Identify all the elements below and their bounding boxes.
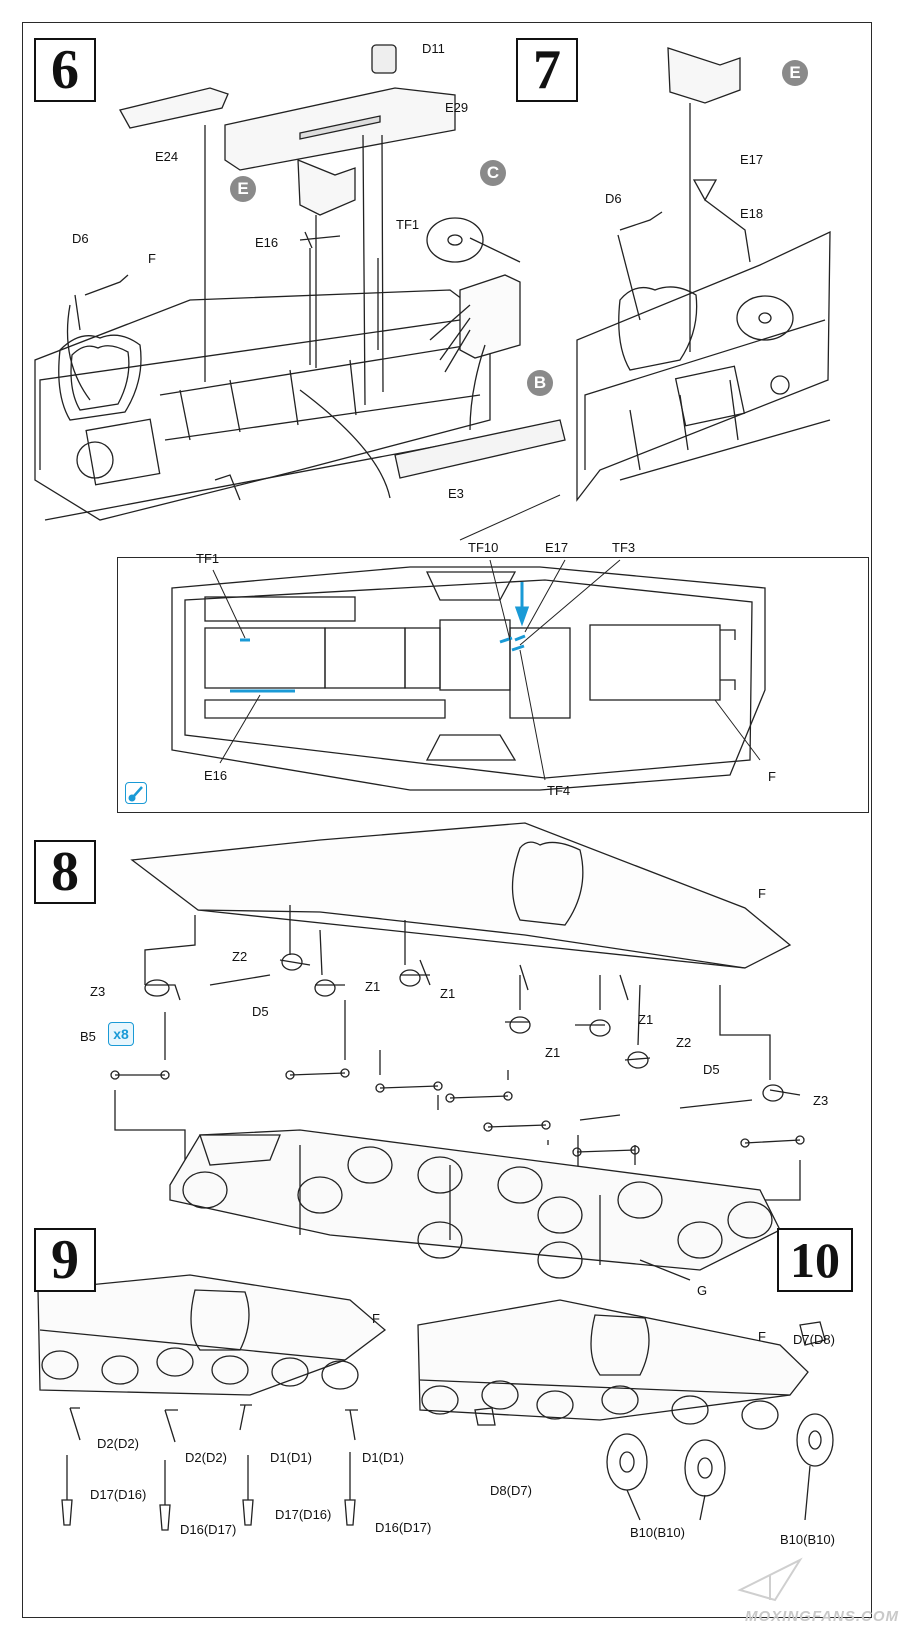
step9-label-D17-a: D17(D16) <box>90 1487 147 1502</box>
step8-label-Z1-b: Z1 <box>440 986 456 1001</box>
step8-label-F: F <box>758 886 766 901</box>
page-frame <box>22 22 872 1618</box>
step9-hull <box>37 1274 387 1531</box>
step8-label-G: G <box>697 1283 708 1298</box>
step10-label-F: F <box>758 1329 766 1344</box>
detail-paint-icon <box>125 782 147 804</box>
step8-label-Z3-a: Z3 <box>90 984 106 999</box>
detail-view <box>117 557 869 813</box>
step8-label-Z1-a: Z1 <box>365 979 381 994</box>
step8-label-Z3-b: Z3 <box>813 1093 829 1108</box>
step8-label-Z1-d: Z1 <box>638 1012 654 1027</box>
step8-label-D5-b: D5 <box>703 1062 720 1077</box>
callout-C: C <box>480 160 506 186</box>
label-E16: E16 <box>255 235 279 250</box>
label-E17: E17 <box>740 152 764 167</box>
watermark-plane <box>737 1557 803 1602</box>
detail-highlights <box>230 582 530 693</box>
callout-E-step6: E <box>230 176 256 202</box>
detail-label-TF10: TF10 <box>468 540 499 555</box>
step8-label-Z2-a: Z2 <box>232 949 248 964</box>
callout-B: B <box>527 370 553 396</box>
label-TF1: TF1 <box>396 217 420 232</box>
step8-label-Z2-b: Z2 <box>676 1035 692 1050</box>
detail-label-TF4: TF4 <box>547 783 571 798</box>
label-D6-step7: D6 <box>605 191 622 206</box>
label-D11: D11 <box>422 41 445 56</box>
step9-label-F: F <box>372 1311 380 1326</box>
detail-label-TF3: TF3 <box>612 540 636 555</box>
quantity-badge: x8 <box>108 1022 134 1046</box>
step10-label-B10-a: B10(B10) <box>630 1525 685 1540</box>
detail-label-E17: E17 <box>545 540 569 555</box>
step10-hull <box>417 1299 834 1521</box>
label-E18: E18 <box>740 206 764 221</box>
step8-label-Z1-c: Z1 <box>545 1045 561 1060</box>
step9-label-D17-b: D17(D16) <box>275 1507 332 1522</box>
step8-label-B5: B5 <box>80 1029 96 1044</box>
step7-hull <box>576 47 831 502</box>
step6-hull <box>34 44 566 521</box>
step8-hull <box>110 822 805 1281</box>
step-8-box: 8 <box>34 840 96 904</box>
step8-label-D5-a: D5 <box>252 1004 269 1019</box>
step-6-box: 6 <box>34 38 96 102</box>
step-7-box: 7 <box>516 38 578 102</box>
step10-label-B10-b: B10(B10) <box>780 1532 835 1547</box>
step9-label-D2-a: D2(D2) <box>97 1436 139 1451</box>
step-10-box: 10 <box>777 1228 853 1292</box>
detail-label-F: F <box>768 769 776 784</box>
watermark-text: MOXINGFANS.COM <box>745 1608 900 1625</box>
detail-label-TF1: TF1 <box>196 551 220 566</box>
label-E3: E3 <box>448 486 464 501</box>
step9-label-D2-b: D2(D2) <box>185 1450 227 1465</box>
step9-label-D16-b: D16(D17) <box>375 1520 432 1535</box>
step10-label-D8: D8(D7) <box>490 1483 532 1498</box>
label-E29: E29 <box>445 100 469 115</box>
label-E24: E24 <box>155 149 179 164</box>
detail-label-E16: E16 <box>204 768 228 783</box>
step9-label-D1-a: D1(D1) <box>270 1450 312 1465</box>
step9-label-D16-a: D16(D17) <box>180 1522 237 1537</box>
callout-E-step7: E <box>782 60 808 86</box>
step9-label-D1-b: D1(D1) <box>362 1450 404 1465</box>
label-D6: D6 <box>72 231 89 246</box>
step10-label-D7: D7(D8) <box>793 1332 835 1347</box>
label-F: F <box>148 251 156 266</box>
step-9-box: 9 <box>34 1228 96 1292</box>
